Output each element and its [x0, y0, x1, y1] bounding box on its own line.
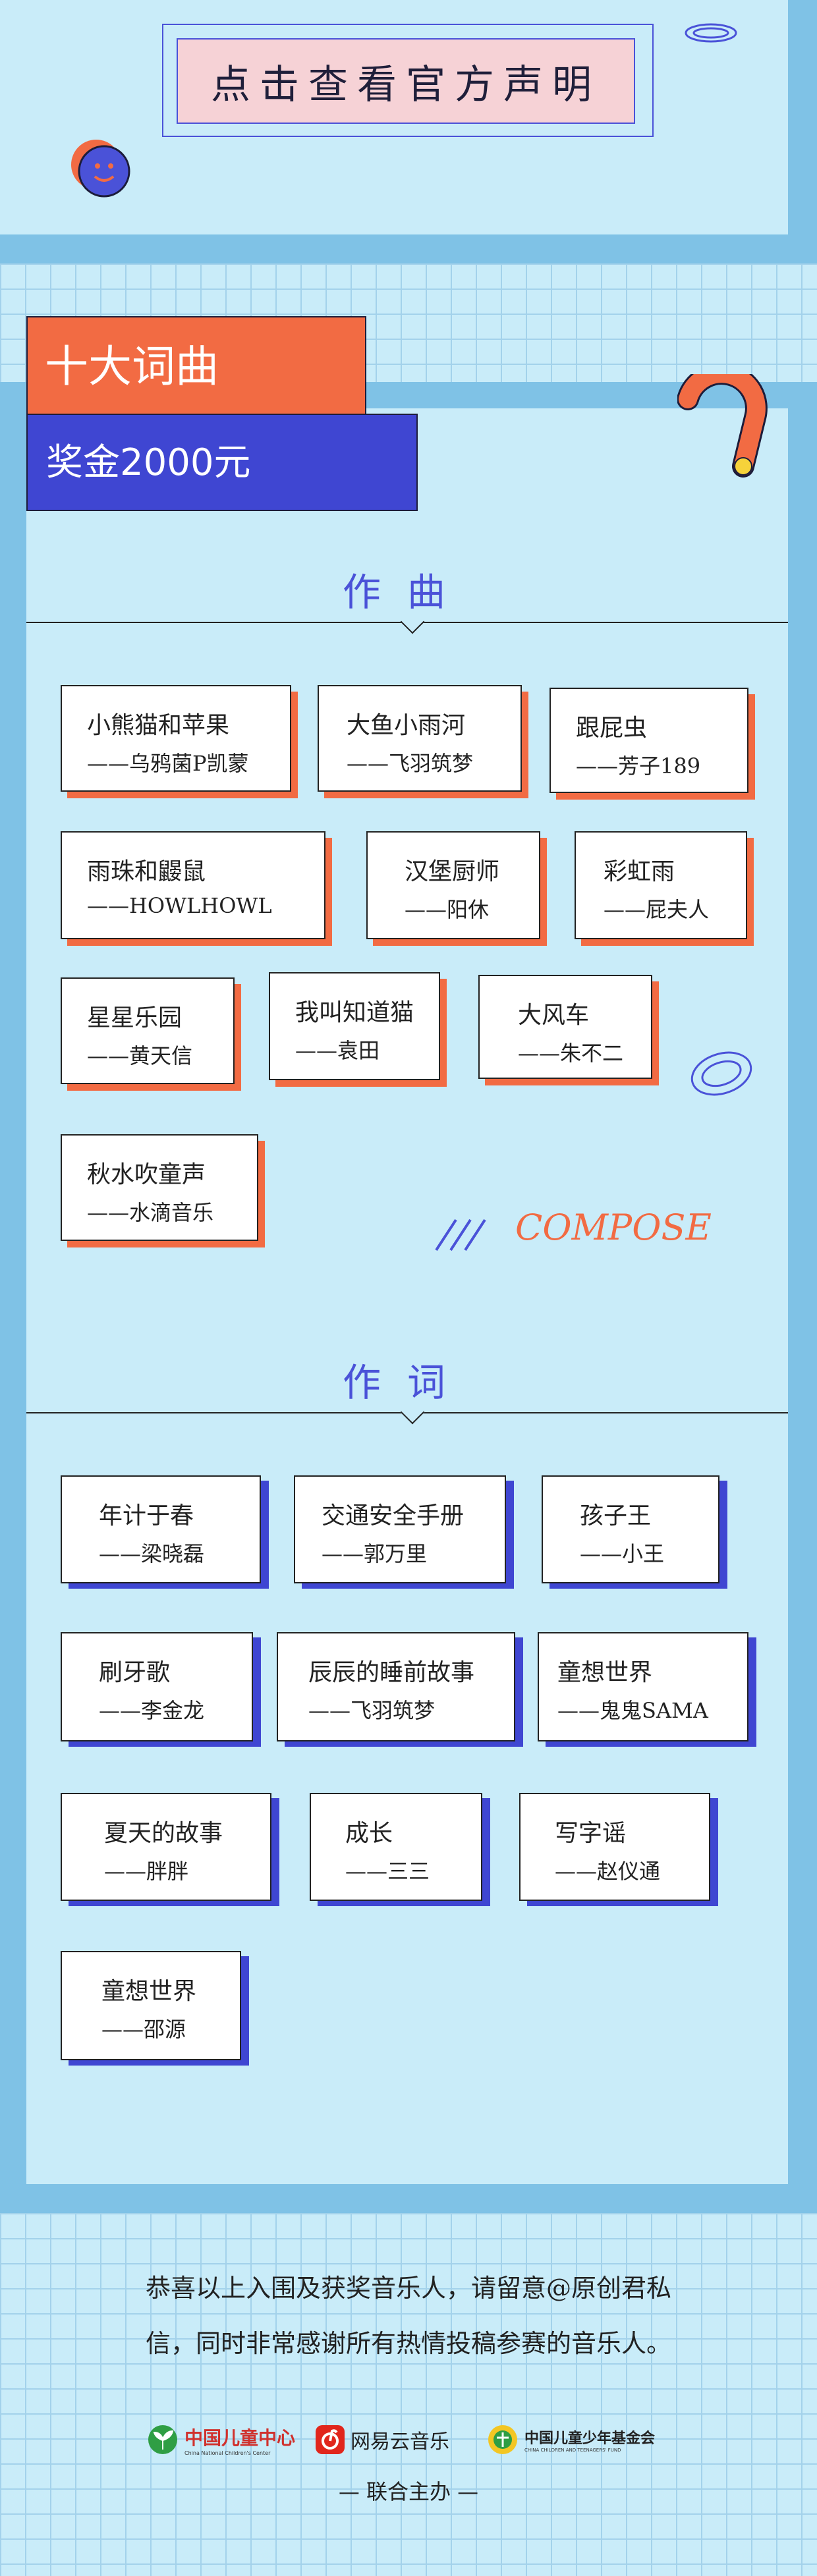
- logo-netease-music-name: 网易云音乐: [351, 2430, 449, 2453]
- lyrics-section-title: 作词: [342, 1360, 472, 1405]
- card-song-title: 彩虹雨: [604, 858, 675, 885]
- card-song-title: 大风车: [518, 1002, 590, 1029]
- lyrics-card-9[interactable]: 写字谣 ——赵仪通: [519, 1793, 710, 1901]
- card-author: ——赵仪通: [555, 1859, 661, 1884]
- card-author: ——三三: [345, 1859, 430, 1884]
- card-author: ——朱不二: [518, 1041, 624, 1066]
- compose-card-8[interactable]: 我叫知道猫 ——袁田: [269, 972, 440, 1080]
- compose-card-9[interactable]: 大风车 ——朱不二: [478, 975, 652, 1079]
- card-song-title: 辰辰的睡前故事: [308, 1659, 475, 1686]
- compose-card-2[interactable]: 大鱼小雨河 ——飞羽筑梦: [318, 685, 522, 792]
- card-author: ——李金龙: [99, 1698, 205, 1723]
- card-author: ——黄天信: [87, 1043, 193, 1068]
- lyrics-card-10[interactable]: 童想世界 ——邵源: [61, 1951, 241, 2060]
- card-author: ——飞羽筑梦: [347, 751, 474, 776]
- card-author: ——飞羽筑梦: [308, 1698, 436, 1723]
- compose-card-4[interactable]: 雨珠和鼹鼠 ——HOWLHOWL: [61, 831, 325, 939]
- card-song-title: 童想世界: [101, 1978, 197, 2005]
- sprout-icon: [148, 2425, 177, 2454]
- award-title-tag: 十大词曲: [26, 316, 366, 416]
- joint-organizer-label: — 联合主办 —: [338, 2479, 479, 2504]
- foundation-icon: [488, 2425, 517, 2454]
- arc-decor-icon: [677, 374, 768, 478]
- lyrics-card-8[interactable]: 成长 ——三三: [310, 1793, 482, 1901]
- compose-card-6[interactable]: 彩虹雨 ——屁夫人: [575, 831, 747, 939]
- official-statement-button[interactable]: 点击查看官方声明: [177, 38, 635, 124]
- card-author: ——乌鸦菌P凯蒙: [87, 751, 249, 776]
- compose-card-3[interactable]: 跟屁虫 ——芳子189: [549, 688, 748, 793]
- lyrics-card-1[interactable]: 年计于春 ——梁晓磊: [61, 1475, 261, 1583]
- card-song-title: 小熊猫和苹果: [87, 712, 230, 739]
- card-song-title: 成长: [345, 1820, 393, 1847]
- logo-netease-music: 网易云音乐: [315, 2421, 449, 2458]
- logo-children-center-name: 中国儿童中心: [184, 2426, 296, 2449]
- lyrics-card-2[interactable]: 交通安全手册 ——郭万里: [294, 1475, 506, 1583]
- card-song-title: 写字谣: [555, 1820, 627, 1847]
- card-author: ——阳休: [405, 897, 490, 922]
- logo-children-fund: 中国儿童少年基金会 CHINA CHILDREN AND TEENAGERS' …: [486, 2421, 655, 2458]
- card-author: ——水滴音乐: [87, 1200, 214, 1225]
- compose-decor-text: COMPOSE: [515, 1207, 712, 1248]
- card-song-title: 夏天的故事: [104, 1820, 223, 1847]
- notice-frame: [162, 24, 654, 137]
- lyrics-card-7[interactable]: 夏天的故事 ——胖胖: [61, 1793, 271, 1901]
- card-author: ——邵源: [101, 2017, 186, 2042]
- compose-card-1[interactable]: 小熊猫和苹果 ——乌鸦菌P凯蒙: [61, 685, 291, 792]
- card-song-title: 雨珠和鼹鼠: [87, 858, 206, 885]
- card-author: ——梁晓磊: [99, 1541, 205, 1566]
- ring-decor-icon: [685, 23, 737, 43]
- logo-children-fund-name: 中国儿童少年基金会: [524, 2430, 656, 2447]
- card-song-title: 汉堡厨师: [405, 858, 500, 885]
- notice-wrapper[interactable]: 点击查看官方声明: [162, 24, 654, 137]
- card-song-title: 我叫知道猫: [295, 999, 414, 1026]
- card-song-title: 交通安全手册: [322, 1502, 465, 1529]
- card-author: ——小王: [580, 1541, 665, 1566]
- compose-card-7[interactable]: 星星乐园 ——黄天信: [61, 977, 235, 1084]
- card-author: ——HOWLHOWL: [87, 893, 272, 918]
- netease-music-icon: [316, 2425, 345, 2454]
- compose-card-10[interactable]: 秋水吹童声 ——水滴音乐: [61, 1134, 258, 1241]
- compose-section-title: 作曲: [342, 570, 472, 615]
- card-song-title: 孩子王: [580, 1502, 652, 1529]
- card-author: ——芳子189: [576, 754, 701, 779]
- logo-children-fund-sub: CHINA CHILDREN AND TEENAGERS' FUND: [524, 2448, 621, 2453]
- card-author: ——屁夫人: [604, 897, 710, 922]
- card-song-title: 星星乐园: [87, 1004, 183, 1031]
- compose-card-5[interactable]: 汉堡厨师 ——阳休: [366, 831, 540, 939]
- lyrics-card-4[interactable]: 刷牙歌 ——李金龙: [61, 1632, 253, 1741]
- lyrics-card-5[interactable]: 辰辰的睡前故事 ——飞羽筑梦: [277, 1632, 515, 1741]
- logo-children-center-sub: China National Children's Center: [184, 2450, 271, 2456]
- card-song-title: 年计于春: [99, 1502, 194, 1529]
- oval-decor-icon: [690, 1051, 752, 1096]
- card-song-title: 大鱼小雨河: [347, 712, 466, 739]
- slash-decor-icon: [435, 1219, 486, 1251]
- lyrics-card-6[interactable]: 童想世界 ——鬼鬼SAMA: [538, 1632, 748, 1741]
- card-author: ——胖胖: [104, 1859, 189, 1884]
- card-song-title: 刷牙歌: [99, 1659, 171, 1686]
- footer-message-line1: 恭喜以上入围及获奖音乐人，请留意@原创君私: [145, 2274, 671, 2303]
- card-song-title: 童想世界: [557, 1659, 653, 1686]
- card-author: ——袁田: [295, 1038, 380, 1063]
- card-author: ——郭万里: [322, 1541, 428, 1566]
- logo-children-center: 中国儿童中心 China National Children's Center: [146, 2421, 295, 2458]
- main-pane: [26, 408, 788, 2184]
- prize-tag: 奖金2000元: [26, 414, 418, 511]
- card-song-title: 跟屁虫: [576, 715, 648, 742]
- card-author: ——鬼鬼SAMA: [557, 1698, 708, 1723]
- lyrics-card-3[interactable]: 孩子王 ——小王: [542, 1475, 719, 1583]
- footer-message-line2: 信，同时非常感谢所有热情投稿参赛的音乐人。: [145, 2329, 671, 2358]
- card-song-title: 秋水吹童声: [87, 1161, 206, 1188]
- grid-footer: [0, 2213, 817, 2576]
- smiley-icon: [71, 140, 130, 198]
